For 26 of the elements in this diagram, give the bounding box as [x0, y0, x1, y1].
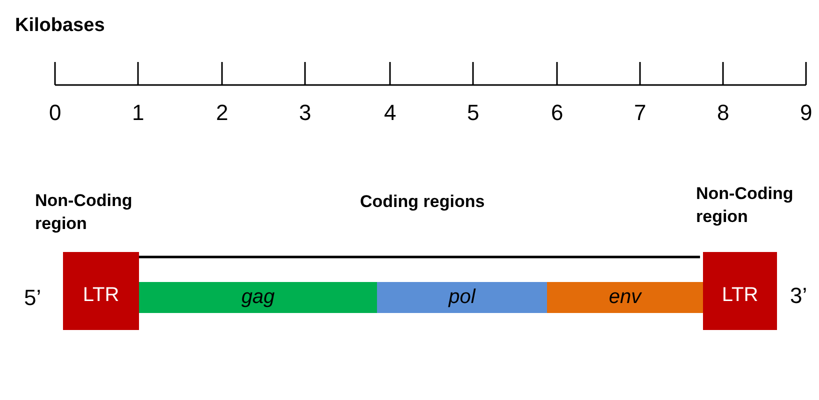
- scale-number: 8: [717, 100, 730, 126]
- scale-number: 3: [299, 100, 312, 126]
- scale-number: 7: [634, 100, 646, 126]
- strand-end-label: 3’: [790, 283, 808, 309]
- scale-number: 2: [216, 100, 228, 126]
- scale-number: 9: [800, 100, 812, 126]
- gene-segment: [139, 282, 377, 313]
- scale-number: 0: [49, 100, 62, 126]
- scale-number: 6: [551, 100, 564, 126]
- segment-label: gag: [241, 286, 275, 309]
- scale-title: Kilobases: [15, 15, 105, 37]
- segment-label: pol: [448, 286, 476, 309]
- region-heading: Non-Coding region: [696, 183, 794, 228]
- scale-number: 5: [467, 100, 480, 126]
- scale-number: 4: [384, 100, 396, 126]
- gene-segment: [377, 282, 547, 313]
- ltr-segment: [703, 252, 777, 330]
- region-heading: Non-Coding region: [35, 190, 134, 235]
- segment-label: env: [608, 286, 642, 309]
- strand-end-label: 5’: [24, 285, 42, 311]
- region-heading: Coding regions: [360, 192, 485, 212]
- ltr-segment: [63, 252, 139, 330]
- segment-label: LTR: [722, 284, 758, 307]
- scale-number: 1: [132, 100, 144, 126]
- gene-segment: [547, 282, 703, 313]
- segment-label: LTR: [82, 284, 120, 307]
